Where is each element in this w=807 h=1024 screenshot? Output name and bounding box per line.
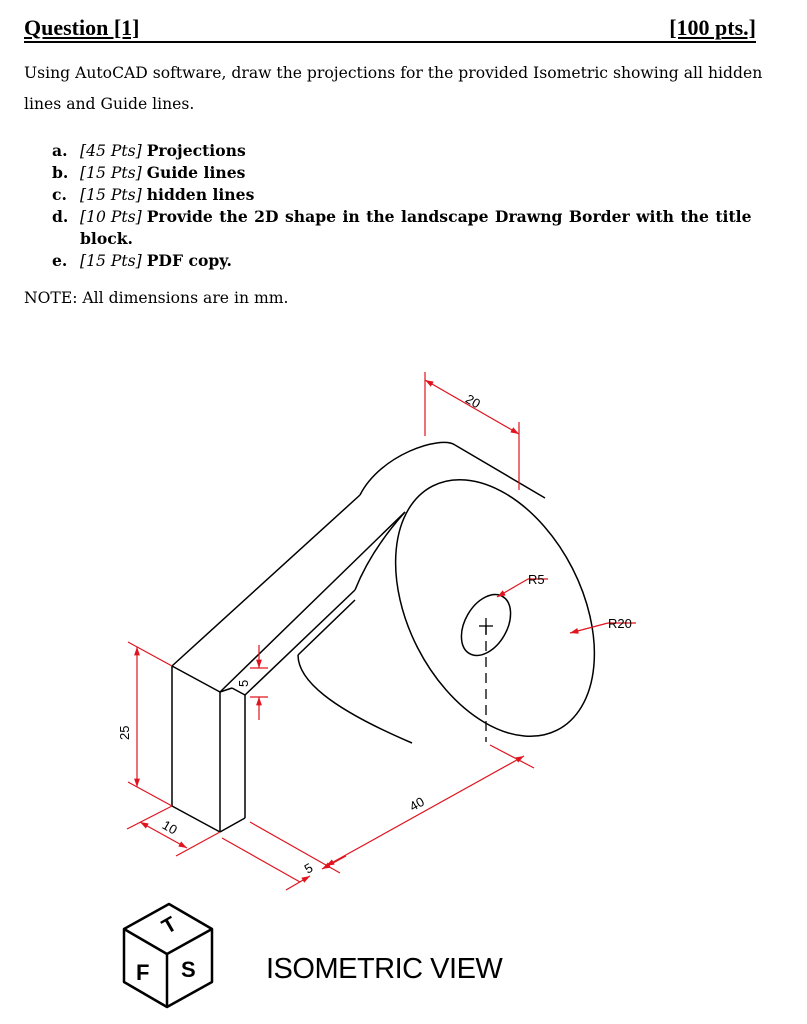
task-description: hidden lines	[146, 185, 255, 204]
cylinder-top-rim	[359, 441, 456, 496]
task-letter: a.	[52, 141, 68, 160]
task-points: [45 Pts]	[80, 142, 142, 160]
task-points: [15 Pts]	[80, 186, 142, 204]
arm-top-edge	[171, 494, 361, 667]
task-item: b. [15 Pts] Guide lines	[52, 162, 752, 184]
dim-20-line	[424, 379, 520, 435]
dim-25-extension-top	[127, 641, 173, 667]
dim-25-label: 25	[117, 726, 132, 740]
view-cube-outline	[122, 902, 214, 1009]
dim-10-line	[139, 821, 188, 849]
center-lines	[479, 618, 493, 742]
view-cube-edge	[166, 927, 213, 956]
slot-corner-edge	[231, 687, 246, 696]
dim-40-line	[325, 755, 525, 867]
task-description: Guide lines	[146, 163, 246, 182]
isometric-drawing: 20 R5 R20 5 25 10 40 5 T F S	[117, 372, 636, 1009]
figure-caption: ISOMETRIC VIEW	[266, 953, 503, 985]
task-item: c. [15 Pts] hidden lines	[52, 184, 752, 206]
question-instructions: Using AutoCAD software, draw the project…	[24, 64, 763, 113]
arm-curve-edge	[354, 511, 406, 591]
dim-5-arrow-left	[285, 875, 311, 891]
dim-20-label: 20	[463, 391, 483, 411]
arm-front-top-edge	[171, 665, 221, 693]
question-title: Question [1]	[24, 15, 140, 40]
cylinder-top-tangent	[454, 444, 546, 499]
dim-25-extension-bottom	[127, 781, 173, 807]
slot-top-edge	[244, 589, 356, 696]
task-item: a. [45 Pts] Projections	[52, 140, 752, 162]
task-list: a. [45 Pts] Projections b. [15 Pts] Guid…	[52, 140, 752, 272]
view-cube-icon	[122, 902, 214, 1009]
task-letter: e.	[52, 251, 68, 270]
dim-r20-leader	[569, 622, 609, 634]
isometric-figure: 20 R5 R20 5 25 10 40 5 T F S ISOMETRIC V…	[0, 350, 807, 1024]
arm-inner-top-edge	[219, 511, 406, 693]
view-cube-front-label: F	[136, 960, 149, 985]
view-cube-edge	[123, 927, 168, 956]
arm-bottom-edge	[171, 805, 221, 833]
dim-r20-label: R20	[608, 616, 632, 631]
task-points: [10 Pts]	[80, 208, 142, 226]
dim-r5-leader	[496, 578, 529, 598]
dim-10-extension-right	[175, 831, 221, 857]
dim-5-extension	[221, 837, 301, 883]
view-cube-side-label: S	[181, 957, 196, 982]
view-cube-top-label: T	[158, 912, 181, 938]
dim-10-label: 10	[160, 817, 180, 837]
task-description: Provide the 2D shape in the landscape Dr…	[80, 207, 752, 248]
units-note: NOTE: All dimensions are in mm.	[24, 289, 289, 307]
slot-corner-edge-2	[219, 687, 233, 693]
cylinder-bottom-rim	[297, 654, 413, 744]
task-points: [15 Pts]	[80, 252, 142, 270]
question-points: [100 pts.]	[669, 15, 756, 40]
task-description: PDF copy.	[146, 251, 232, 270]
object-outline	[171, 441, 596, 833]
task-item: e. [15 Pts] PDF copy.	[52, 250, 752, 272]
arm-lower-edge	[297, 599, 356, 656]
dim-5-label: 5	[302, 860, 316, 877]
arm-bottom-side-edge	[219, 817, 246, 833]
task-item: d. [10 Pts] Provide the 2D shape in the …	[52, 206, 752, 250]
dim-r5-label: R5	[528, 572, 545, 587]
cylinder-front-face	[394, 478, 596, 738]
task-description: Projections	[146, 141, 246, 160]
task-points: [15 Pts]	[80, 164, 142, 182]
dim-5-arrow-right	[321, 855, 347, 870]
task-letter: c.	[52, 185, 67, 204]
question-header: Question [1] [100 pts.]	[24, 14, 756, 43]
dim-40-extension	[489, 744, 535, 769]
task-letter: d.	[52, 207, 69, 226]
dimension-lines	[126, 372, 636, 891]
dim-10-extension-left	[126, 805, 173, 830]
task-letter: b.	[52, 163, 69, 182]
dim-slot-label: 5	[236, 680, 251, 687]
dim-40-label: 40	[407, 794, 427, 814]
